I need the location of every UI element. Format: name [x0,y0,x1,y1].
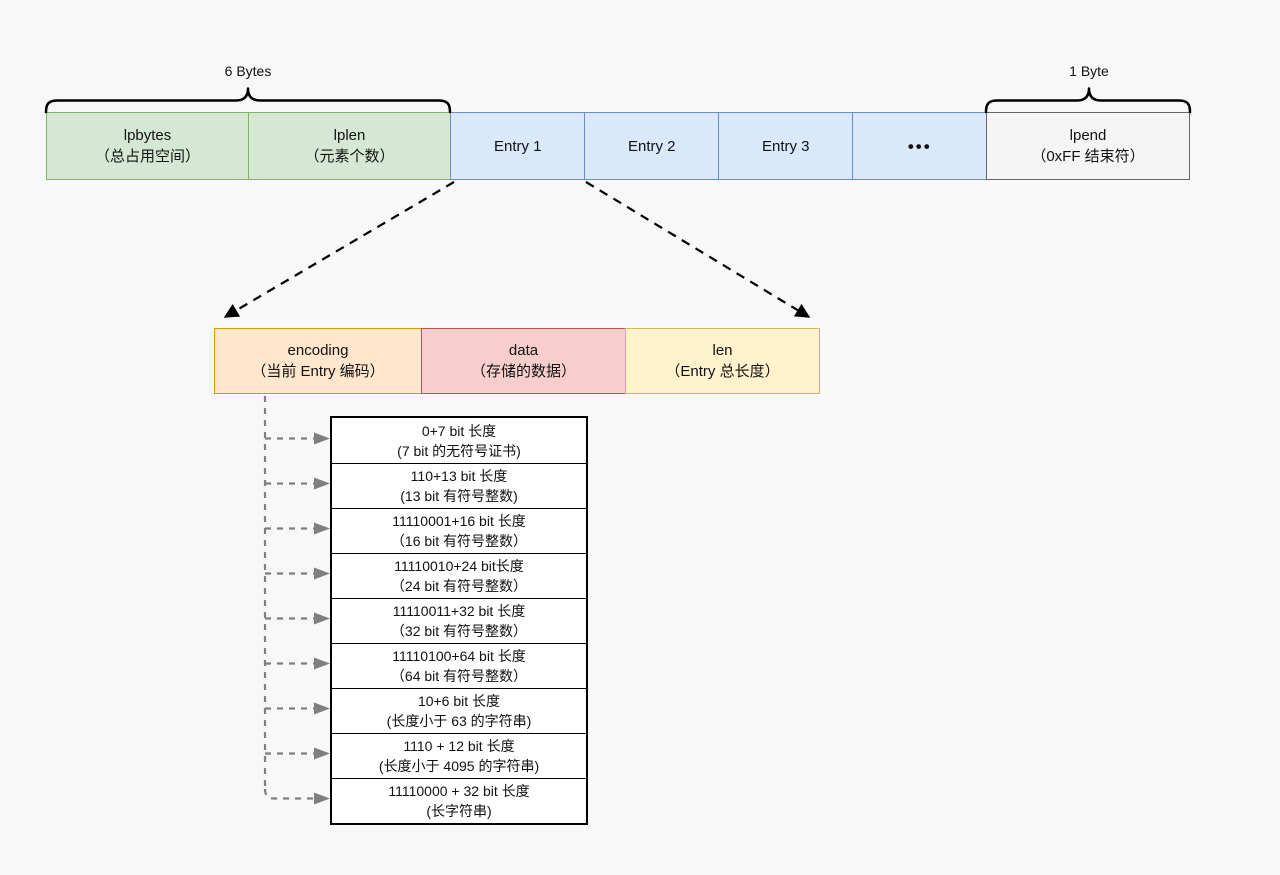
encoding-row-line1: 11110010+24 bit长度 [394,558,524,574]
entry-cell-len: len （Entry 总长度） [625,328,820,394]
encoding-row-line1: 10+6 bit 长度 [417,693,501,709]
entry-cell-encoding: encoding （当前 Entry 编码） [214,328,422,394]
encoding-row-line2: (7 bit 的无符号证书) [397,442,521,459]
encoding-row-line2: (13 bit 有符号整数) [400,488,518,504]
encoding-row-5: 11110011+32 bit 长度 （32 bit 有符号整数） [332,598,586,643]
entry-expand-arrow-right [585,181,811,318]
six-bytes-label: 6 Bytes [224,63,272,79]
lpbytes-label: lpbytes [123,127,172,144]
encoding-row-line2: （64 bit 有符号整数） [390,668,528,684]
encoding-row-6: 11110100+64 bit 长度 （64 bit 有符号整数） [332,643,586,688]
data-sublabel: （存储的数据） [470,363,576,380]
encoding-row-line1: 110+13 bit 长度 [410,468,508,484]
encoding-row-9: 11110000 + 32 bit 长度 (长字符串) [332,778,586,823]
encoding-row-line2: (长字符串) [426,803,492,819]
encoding-row-1: 0+7 bit 长度 (7 bit 的无符号证书) [332,418,586,463]
encoding-row-8: 1110 + 12 bit 长度 (长度小于 4095 的字符串) [332,733,586,778]
listpack-cell-entry-1: Entry 1 [450,112,586,180]
entry-2-label: Entry 2 [627,137,676,155]
listpack-cell-lpbytes: lpbytes （总占用空间） [46,112,249,180]
lpbytes-sublabel: （总占用空间） [94,148,200,165]
listpack-cell-entry-2: Entry 2 [584,112,720,180]
encoding-row-4: 11110010+24 bit长度 （24 bit 有符号整数） [332,553,586,598]
encoding-row-line1: 11110100+64 bit 长度 [392,648,526,664]
ellipsis-label: ••• [907,136,932,156]
len-sublabel: （Entry 总长度） [665,363,780,380]
encoding-row-line2: (长度小于 4095 的字符串) [378,758,540,774]
encoding-row-line2: （16 bit 有符号整数） [390,533,528,549]
encoding-label: encoding [287,342,349,359]
encoding-row-7: 10+6 bit 长度 (长度小于 63 的字符串) [332,688,586,733]
encoding-row-line1: 11110001+16 bit 长度 [392,513,526,529]
encoding-row-line1: 11110000 + 32 bit 长度 [388,783,530,799]
encoding-row-line2: (长度小于 63 的字符串) [386,713,532,729]
listpack-cell-ellipsis: ••• [852,112,988,180]
six-bytes-brace [44,87,452,114]
listpack-cell-lplen: lplen （元素个数） [247,112,452,180]
lpend-label: lpend [1069,127,1107,144]
listpack-cell-entry-3: Entry 3 [718,112,854,180]
encoding-row-3: 11110001+16 bit 长度 （16 bit 有符号整数） [332,508,586,553]
lpend-sublabel: （0xFF 结束符） [1031,148,1145,165]
lplen-sublabel: （元素个数） [304,148,395,165]
encoding-row-line1: 1110 + 12 bit 长度 [403,738,515,754]
data-label: data [508,342,539,359]
encoding-row-line2: （32 bit 有符号整数） [390,623,528,639]
encoding-branch-connector [263,396,314,800]
encoding-row-2: 110+13 bit 长度 (13 bit 有符号整数) [332,463,586,508]
lplen-label: lplen [333,127,366,144]
entry-expand-arrow-left [223,181,455,318]
encoding-table: 0+7 bit 长度 (7 bit 的无符号证书) 110+13 bit 长度 … [330,416,588,825]
entry-3-label: Entry 3 [761,137,810,155]
len-label: len [712,342,733,359]
encoding-branch-arrowheads [314,432,330,805]
encoding-row-line1: 0+7 bit 长度 [421,422,497,439]
encoding-row-line1: 11110011+32 bit 长度 [392,603,526,619]
encoding-row-line2: （24 bit 有符号整数） [390,578,528,594]
one-byte-label: 1 Byte [1069,63,1109,79]
one-byte-brace [984,87,1192,114]
entry-cell-data: data （存储的数据） [420,328,627,394]
encoding-sublabel: （当前 Entry 编码） [251,363,385,380]
listpack-cell-lpend: lpend （0xFF 结束符） [986,112,1190,180]
entry-1-label: Entry 1 [493,137,542,155]
